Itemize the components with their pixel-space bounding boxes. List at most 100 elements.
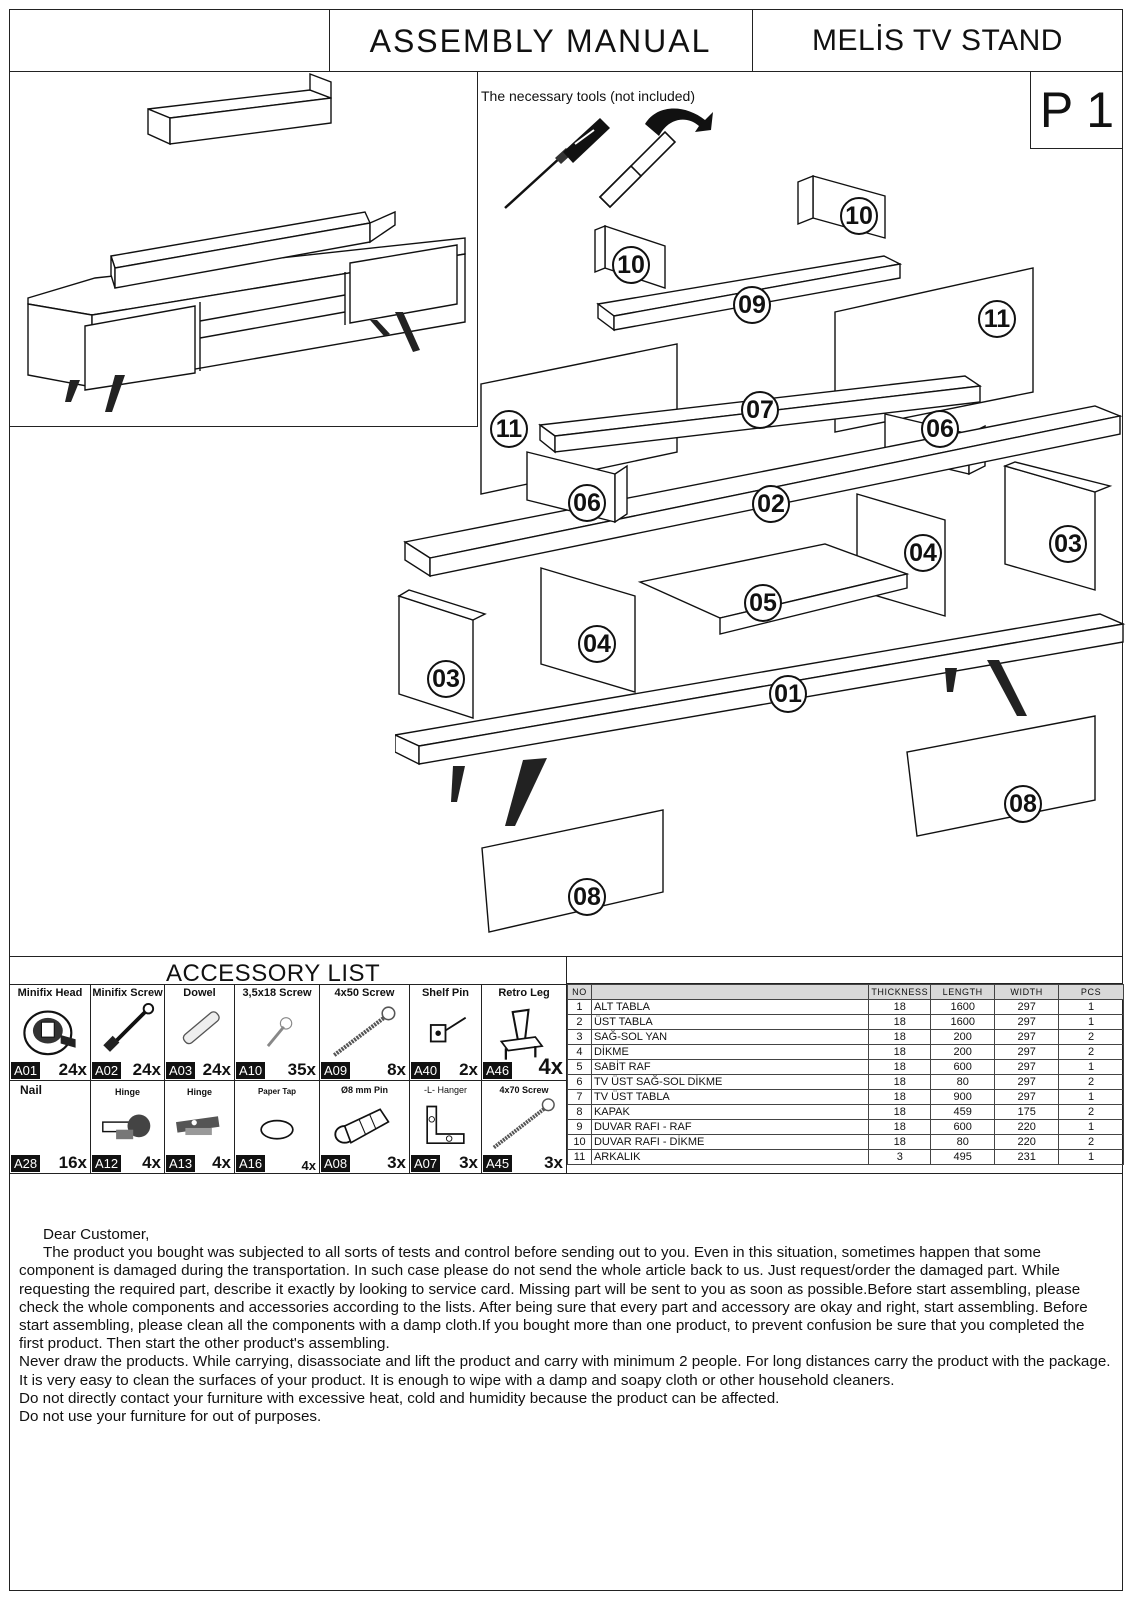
part-name: TV ÜST SAĞ-SOL DİKME	[590, 1074, 870, 1090]
customer-letter: Dear Customer, The product you bought wa…	[19, 1226, 1113, 1426]
pin-8mm-icon	[334, 1108, 390, 1144]
letter-paragraph: The product you bought was subjected to …	[19, 1244, 1088, 1353]
part-no: 11	[567, 1149, 592, 1165]
accessory-nail: Nail A28 16x	[9, 1080, 91, 1174]
part-thickness: 18	[868, 1059, 932, 1075]
part-label-10-b: 10	[612, 246, 650, 284]
part-pcs: 1	[1058, 1059, 1124, 1075]
accessory-name: Shelf Pin	[421, 987, 470, 999]
part-no: 2	[567, 1014, 592, 1030]
accessory-minifix-screw: Minifix Screw A02 24x	[90, 984, 165, 1081]
accessory-qty: 35x	[287, 1060, 316, 1079]
letter-paragraph: It is very easy to clean the surfaces of…	[19, 1371, 895, 1389]
accessory-screw-4x50: 4x50 Screw A09 8x	[319, 984, 410, 1081]
minifix-screw-icon	[103, 1003, 155, 1052]
part-thickness: 18	[868, 1134, 932, 1150]
part-length: 200	[930, 1044, 996, 1060]
accessory-name: Minifix Screw	[92, 987, 163, 999]
screwdriver-icon	[504, 118, 610, 209]
part-name: ÜST TABLA	[590, 1014, 870, 1030]
part-no: 4	[567, 1044, 592, 1060]
accessory-code: A07	[411, 1155, 441, 1172]
part-thickness: 18	[868, 1089, 932, 1105]
part-label-08-a: 08	[1004, 785, 1042, 823]
part-width: 297	[994, 999, 1060, 1015]
part-pcs: 1	[1058, 1089, 1124, 1105]
accessory-list-title: ACCESSORY LIST	[166, 960, 381, 987]
accessory-name: Ø8 mm Pin	[340, 1085, 388, 1095]
col-name-header	[590, 984, 870, 1000]
part-label-04-a: 04	[904, 534, 942, 572]
part-width: 220	[994, 1134, 1060, 1150]
accessory-screw-3-5x18: 3,5x18 Screw A10 35x	[234, 984, 320, 1081]
part-thickness: 18	[868, 1044, 932, 1060]
part-name: KAPAK	[590, 1104, 870, 1120]
part-width: 297	[994, 1059, 1060, 1075]
accessory-qty: 3x	[544, 1153, 563, 1172]
small-screw-icon	[266, 1017, 293, 1047]
part-label-01: 01	[769, 675, 807, 713]
accessory-name: Retro Leg	[498, 987, 550, 999]
retro-leg-icon	[499, 1008, 544, 1060]
accessory-code: A12	[92, 1155, 122, 1172]
part-pcs: 1	[1058, 999, 1124, 1015]
header-divider	[9, 71, 1123, 72]
minifix-head-icon	[23, 1010, 76, 1056]
part-length: 80	[930, 1074, 996, 1090]
accessory-qty: 2x	[459, 1060, 478, 1079]
accessory-dowel: Dowel A03 24x	[164, 984, 235, 1081]
accessory-qty: 24x	[202, 1060, 231, 1079]
hammer-icon	[598, 108, 713, 209]
part-width: 231	[994, 1149, 1060, 1165]
part-no: 8	[567, 1104, 592, 1120]
accessory-retro-leg: Retro Leg A46 4x	[481, 984, 567, 1081]
manual-title: ASSEMBLY MANUAL	[369, 22, 712, 59]
preview-box-right	[477, 72, 478, 426]
table-top-rule	[566, 983, 1123, 984]
part-length: 80	[930, 1134, 996, 1150]
product-name: MELİS TV STAND	[812, 24, 1063, 57]
hinge-plate-icon	[176, 1116, 220, 1136]
part-width: 297	[994, 1089, 1060, 1105]
part-label-10-a: 10	[840, 197, 878, 235]
part-pcs: 1	[1058, 1149, 1124, 1165]
part-label-03-b: 03	[427, 660, 465, 698]
part-width: 175	[994, 1104, 1060, 1120]
part-label-07: 07	[741, 391, 779, 429]
accessory-qty: 24x	[132, 1060, 161, 1079]
accessory-code: A13	[166, 1155, 196, 1172]
part-thickness: 18	[868, 1029, 932, 1045]
accessory-code: A45	[483, 1155, 513, 1172]
accessory-name: -L- Hanger	[423, 1085, 468, 1095]
part-label-06-a: 06	[921, 410, 959, 448]
part-thickness: 18	[868, 1014, 932, 1030]
part-length: 900	[930, 1089, 996, 1105]
part-pcs: 2	[1058, 1134, 1124, 1150]
col-pcs-header: PCS	[1058, 984, 1124, 1000]
part-label-04-b: 04	[578, 625, 616, 663]
accessory-code: A01	[11, 1062, 41, 1079]
part-label-09: 09	[733, 286, 771, 324]
paper-tap-icon	[260, 1119, 294, 1140]
accessory-pin-8mm: Ø8 mm Pin A08 3x	[319, 1080, 410, 1174]
part-name: ARKALIK	[590, 1149, 870, 1165]
accessory-name: Hinge	[114, 1087, 140, 1097]
part-label-02: 02	[752, 485, 790, 523]
long-screw-icon	[492, 1098, 555, 1150]
col-no-header: NO	[567, 984, 592, 1000]
accessory-qty: 16x	[58, 1153, 87, 1172]
col-thickness-header: THICKNESS	[868, 984, 932, 1000]
part-name: DUVAR RAFI - DİKME	[590, 1134, 870, 1150]
col-length-header: LENGTH	[930, 984, 996, 1000]
part-pcs: 1	[1058, 1014, 1124, 1030]
part-name: SAĞ-SOL YAN	[590, 1029, 870, 1045]
accessory-qty: 4x	[212, 1153, 231, 1172]
page-frame	[9, 9, 1123, 1591]
accessory-name: Hinge	[186, 1087, 212, 1097]
part-no: 5	[567, 1059, 592, 1075]
